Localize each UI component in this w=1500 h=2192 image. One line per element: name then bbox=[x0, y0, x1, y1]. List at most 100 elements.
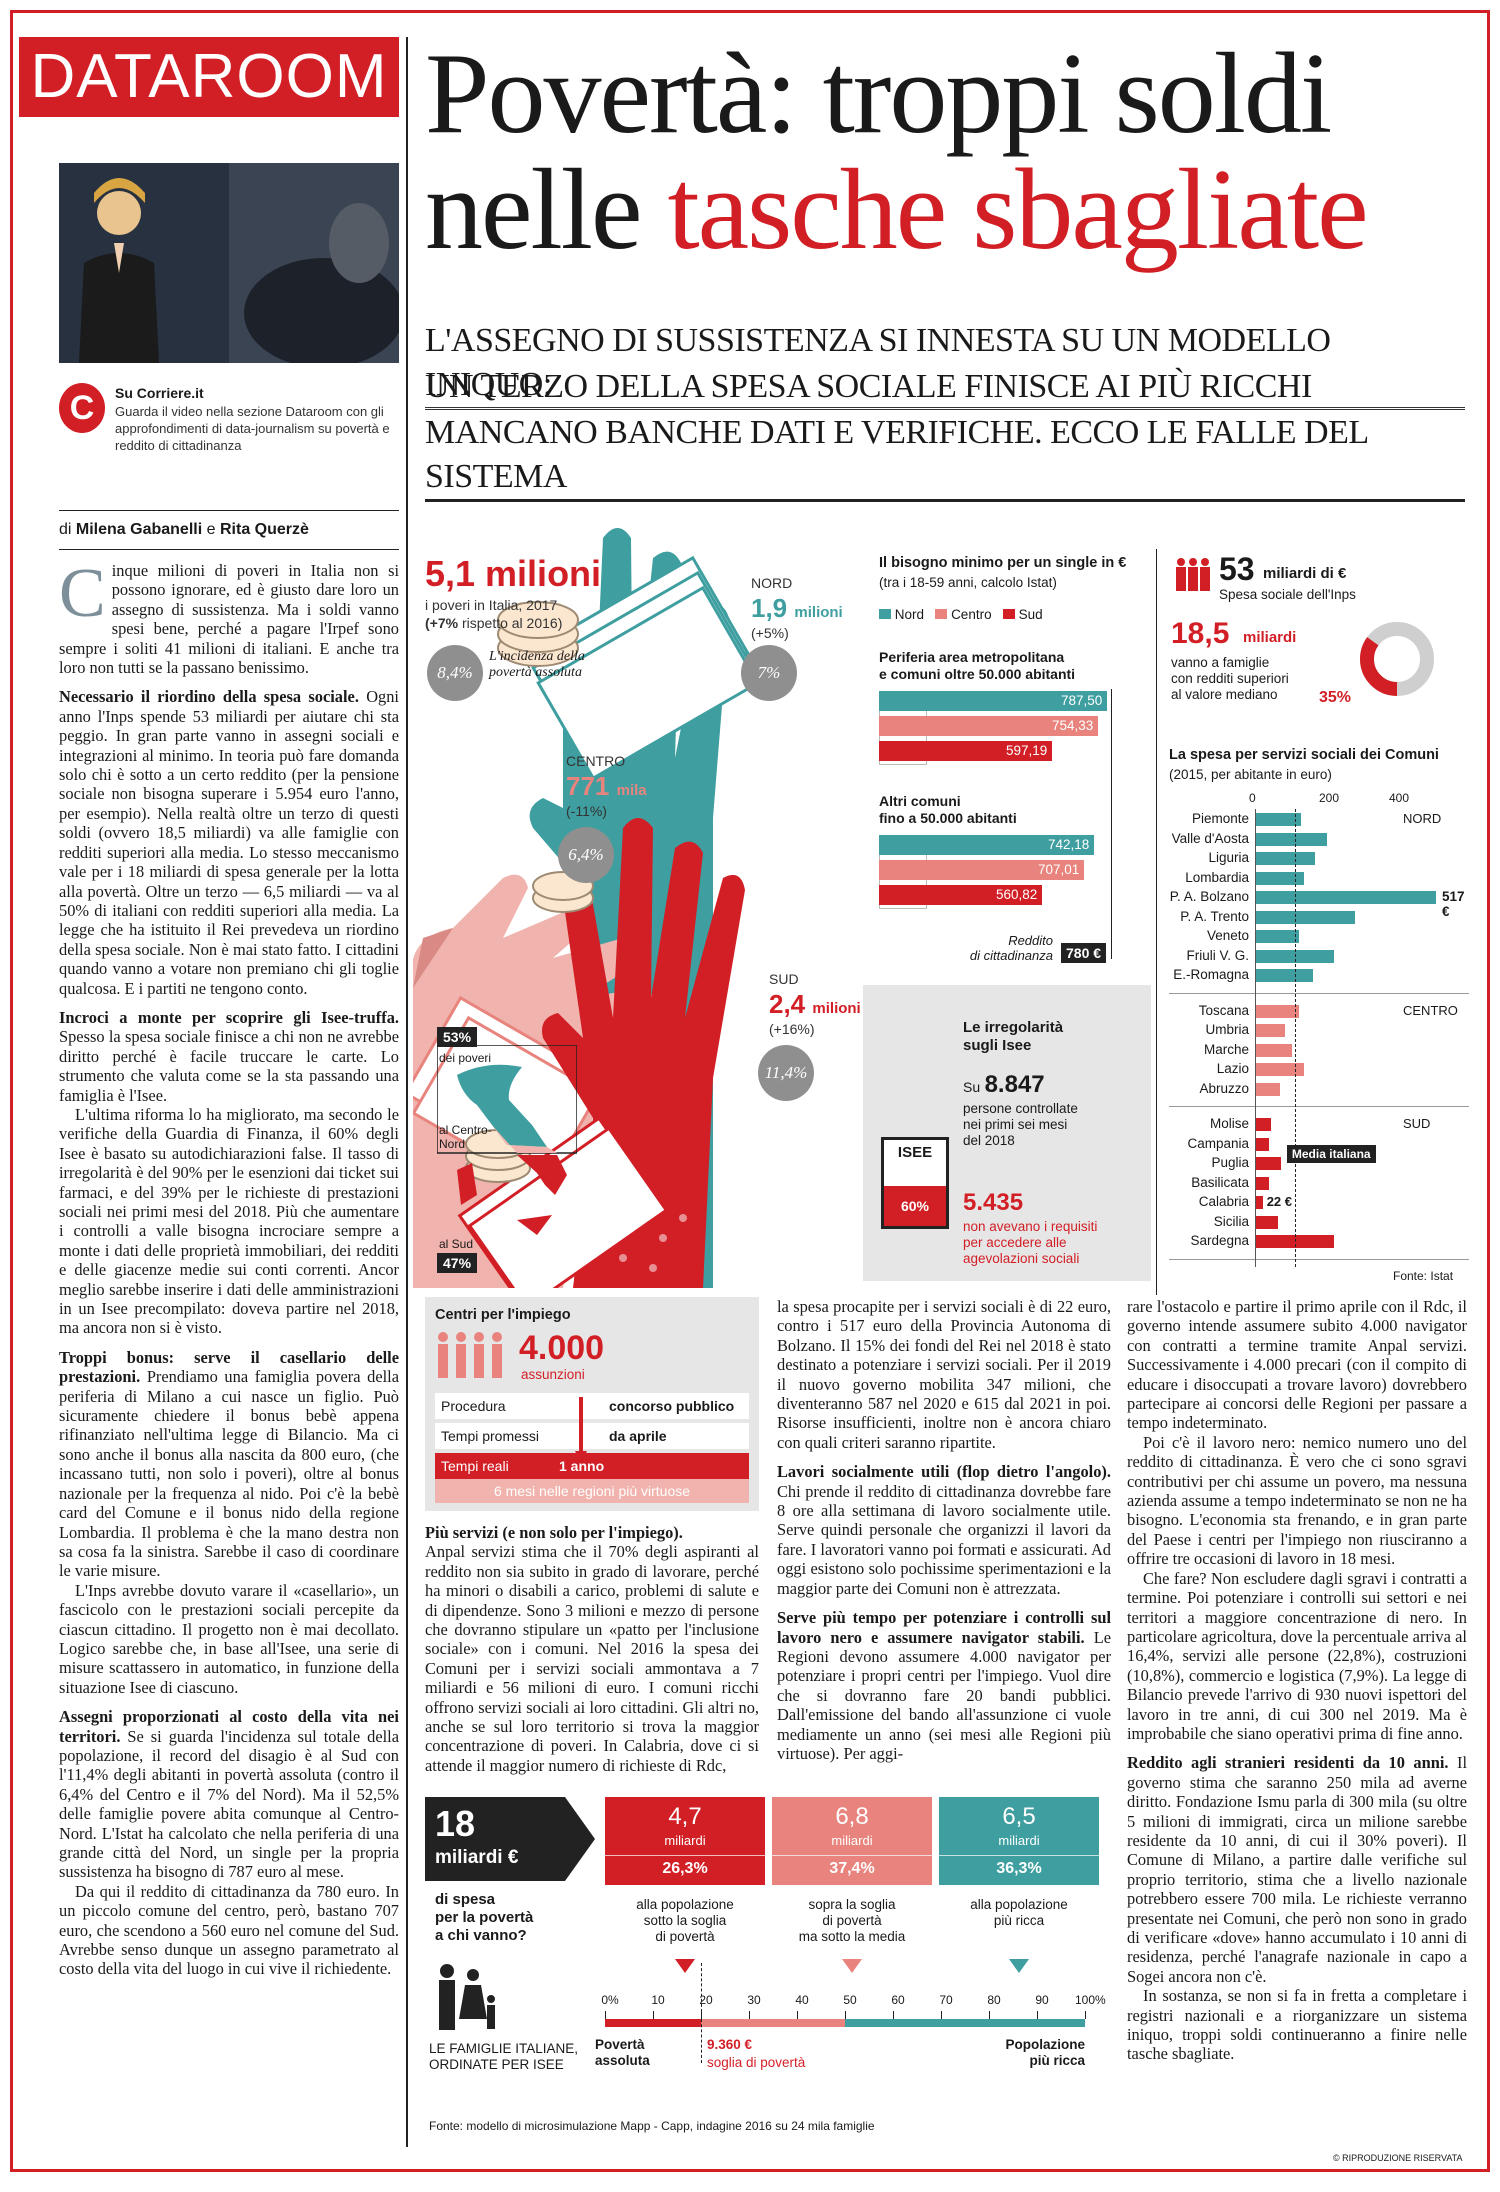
comuni-region: Sardegna bbox=[1190, 1233, 1249, 1248]
centro-label: CENTRO bbox=[566, 753, 626, 769]
sud-pct-badge: 11,4% bbox=[758, 1045, 814, 1101]
headline-black: nelle bbox=[425, 146, 642, 274]
comuni-region: P. A. Bolzano bbox=[1169, 889, 1249, 904]
paragraph: inque milioni di poveri in Italia non si… bbox=[59, 561, 399, 678]
comuni-subtitle: (2015, per abitante in euro) bbox=[1169, 767, 1332, 782]
paragraph: Che fare? Non escludere dagli sgravi i c… bbox=[1127, 1568, 1467, 1743]
dist-cell-unit: miliardi bbox=[831, 1833, 873, 1848]
family-icon bbox=[439, 1964, 495, 2030]
dist-tick-mark bbox=[845, 2011, 846, 2019]
isee-card: ISEE 60% bbox=[881, 1137, 949, 1229]
group1-title-l2: e comuni oltre 50.000 abitanti bbox=[879, 666, 1076, 682]
dist-tick-mark bbox=[797, 2011, 798, 2019]
isee-panel bbox=[863, 985, 1151, 1281]
comuni-bar bbox=[1255, 871, 1304, 885]
rdc-l2: di cittadinanza bbox=[969, 948, 1053, 963]
deck-line-2: un terzo della spesa sociale finisce ai … bbox=[425, 365, 1465, 410]
nord-pct-badge: 7% bbox=[741, 645, 797, 701]
need-bar-label: 707,01 bbox=[1038, 862, 1080, 877]
need-bar-label: 787,50 bbox=[1061, 693, 1103, 708]
comuni-region: Piemonte bbox=[1191, 811, 1249, 826]
dist-tick: 100% bbox=[1075, 1993, 1106, 2007]
paragraph: Le Regioni devono assumere 4.000 navigat… bbox=[777, 1627, 1111, 1763]
comuni-region: Toscana bbox=[1198, 1002, 1249, 1018]
q-l2: per la povertà bbox=[435, 1909, 534, 1926]
isee-card-label: ISEE bbox=[897, 1144, 933, 1161]
comuni-region: Veneto bbox=[1206, 928, 1249, 943]
comuni-group-label: SUD bbox=[1403, 1116, 1431, 1131]
centri-row-value: 1 anno bbox=[559, 1458, 605, 1474]
dist-tick-mark bbox=[1085, 2011, 1086, 2019]
isee-title-l1: Le irregolarità bbox=[963, 1019, 1064, 1036]
centro-value: 771 mila bbox=[566, 771, 647, 802]
paragraph: Se si guarda l'incidenza sul totale dell… bbox=[59, 1726, 399, 1882]
video-thumbnail[interactable] bbox=[59, 163, 399, 363]
paragraph: Ogni anno l'Inps spende 53 miliardi per … bbox=[59, 687, 399, 998]
comuni-group-label: CENTRO bbox=[1403, 1002, 1458, 1018]
subhead: Incroci a monte per scoprire gli Isee-tr… bbox=[59, 1007, 399, 1027]
comuni-region: Basilicata bbox=[1191, 1174, 1249, 1190]
comuni-bar bbox=[1255, 949, 1334, 963]
centri-panel: Centri per l'impiego 4.000 assunzioni Pr… bbox=[425, 1297, 759, 1511]
deck-line-3: Mancano banche dati e verifiche. Ecco le… bbox=[425, 411, 1465, 502]
dist-cell-desc-1: alla popolazione bbox=[636, 1897, 734, 1912]
dist-cell-desc-1: alla popolazione bbox=[970, 1897, 1068, 1912]
comuni-bar bbox=[1255, 813, 1301, 826]
need-bar-label: 597,19 bbox=[1006, 743, 1048, 758]
comuni-bar bbox=[1255, 1176, 1269, 1190]
comuni-bar bbox=[1255, 1024, 1285, 1037]
total-line2-rest: rispetto al 2016) bbox=[461, 615, 563, 631]
comuni-tick: 0 bbox=[1249, 791, 1256, 805]
media-line bbox=[1294, 809, 1297, 1267]
comuni-region: Valle d'Aosta bbox=[1171, 830, 1249, 846]
big-value-tag bbox=[425, 1797, 595, 1881]
spesa-sub: Spesa sociale dell'Inps bbox=[1219, 587, 1356, 602]
dist-big-unit: miliardi € bbox=[435, 1847, 519, 1868]
subhead: Troppi bonus: serve il casellario delle … bbox=[59, 1347, 399, 1387]
dist-marker-icon bbox=[842, 1959, 862, 1973]
column-rule bbox=[406, 37, 408, 2147]
divider bbox=[59, 549, 399, 550]
dist-tick: 10 bbox=[651, 1993, 665, 2007]
dist-cell-unit: miliardi bbox=[664, 1833, 706, 1848]
nord-number: 1,9 bbox=[751, 593, 788, 623]
subhead: Lavori socialmente utili (flop dietro l'… bbox=[777, 1462, 1111, 1482]
dist-tick: 40 bbox=[795, 1993, 809, 2007]
calabria-label: 22 € bbox=[1266, 1194, 1292, 1209]
comuni-source: Fonte: Istat bbox=[1393, 1269, 1454, 1283]
incidence-note: L'incidenza della povertà assoluta bbox=[489, 649, 585, 680]
need-bar bbox=[879, 860, 1084, 880]
dist-cell-desc-1: sopra la soglia bbox=[808, 1897, 896, 1912]
sub2-l1: vanno a famiglie bbox=[1171, 655, 1270, 670]
paragraph: Prendiamo una famiglia povera della peri… bbox=[59, 1367, 399, 1581]
comuni-bar bbox=[1255, 1043, 1292, 1057]
dist-cell-bg bbox=[605, 1797, 765, 1885]
nord-value: 1,9 milioni bbox=[751, 593, 843, 624]
paragraph: L'ultima riforma lo ha migliorato, ma se… bbox=[59, 1104, 399, 1338]
comuni-bar bbox=[1255, 1157, 1282, 1170]
spesa-value2: 18,5 bbox=[1171, 617, 1230, 650]
comuni-divider bbox=[1169, 1106, 1469, 1107]
families-l1: LE FAMIGLIE ITALIANE, bbox=[429, 2041, 579, 2056]
dist-right-label-1: Popolazione bbox=[1005, 2037, 1085, 2052]
newspaper-page: DATAROOM C Su Corriere.it Guarda il vide… bbox=[10, 10, 1490, 2172]
dist-threshold-label: soglia di povertà bbox=[707, 2055, 806, 2070]
sud-unit: milioni bbox=[812, 1000, 861, 1017]
comuni-bar bbox=[1255, 1082, 1280, 1096]
donut-chart bbox=[1360, 622, 1434, 696]
dist-tick: 0% bbox=[601, 1993, 619, 2007]
headline-line-1: Povertà: troppi soldi bbox=[425, 30, 1332, 158]
dist-tick-mark bbox=[941, 2011, 942, 2019]
byline-prefix: di bbox=[59, 521, 72, 538]
spesa-unit: miliardi di € bbox=[1263, 565, 1347, 582]
headline-red: tasche sbagliate bbox=[667, 146, 1368, 274]
rdc-value: 780 € bbox=[1061, 943, 1107, 963]
comuni-bar bbox=[1255, 1215, 1278, 1229]
comuni-bar bbox=[1255, 891, 1436, 904]
centri-row-label: Tempi reali bbox=[441, 1458, 509, 1474]
legend-centro: Centro bbox=[951, 607, 992, 622]
